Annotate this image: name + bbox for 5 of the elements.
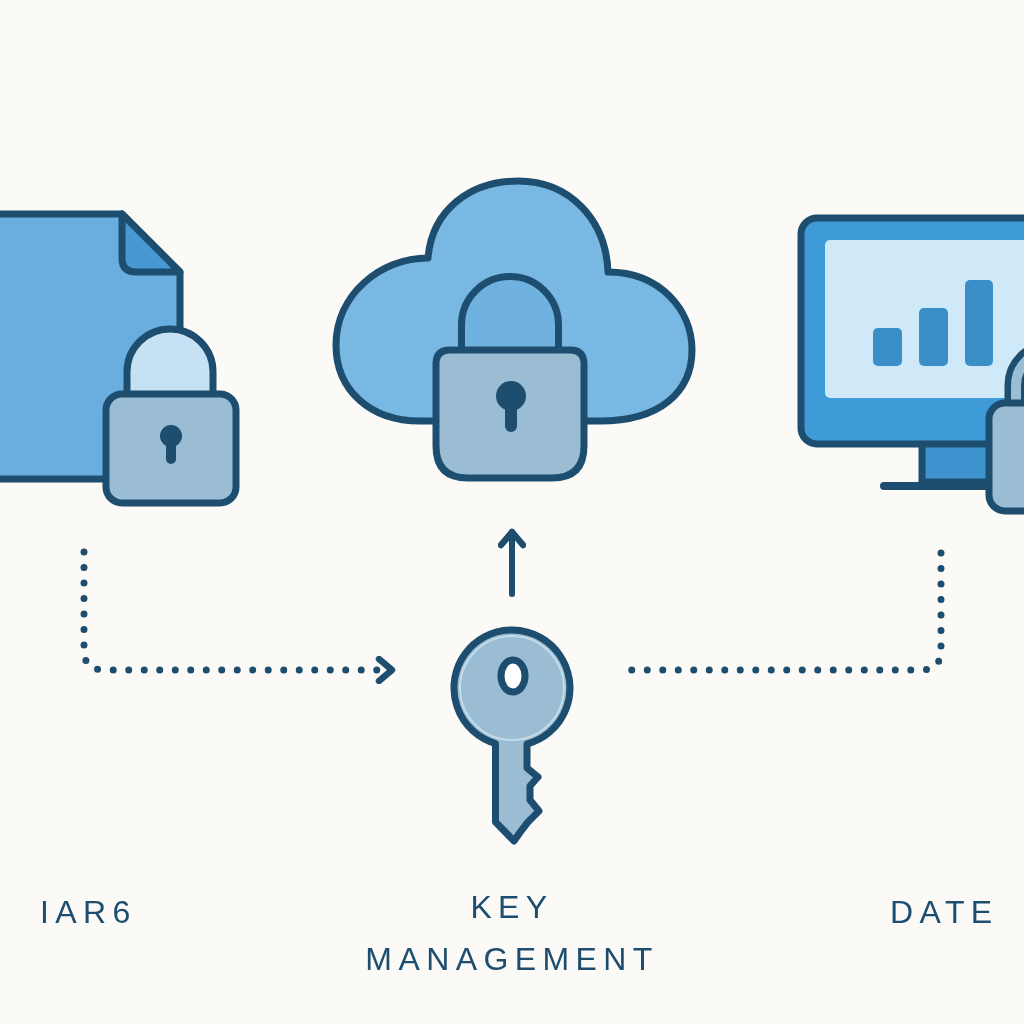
caption-text: IAR6: [40, 894, 137, 930]
arrow: [497, 528, 527, 597]
caption-text: DATE: [890, 894, 999, 930]
caption-text: KEY MANAGEMENT: [365, 889, 659, 977]
dotted-arrow: [80, 548, 396, 685]
